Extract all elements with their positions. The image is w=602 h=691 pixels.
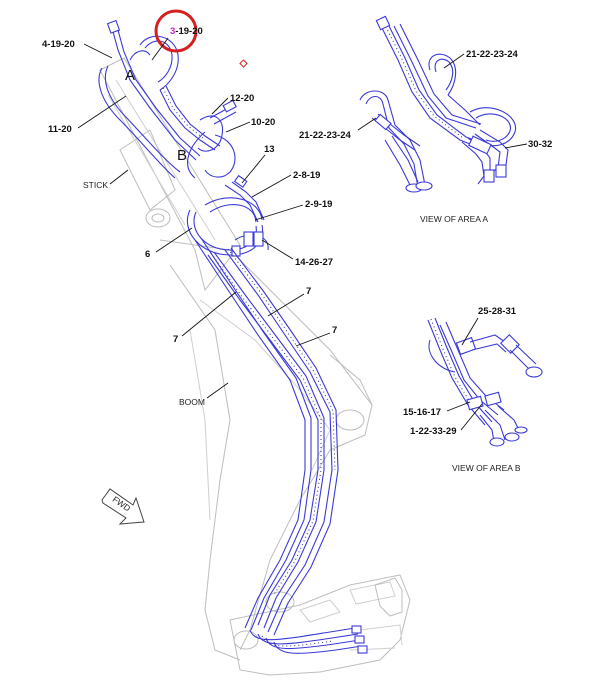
highlight-number: 3 — [170, 26, 175, 37]
svg-text:2-9-19: 2-9-19 — [305, 199, 332, 210]
callout-14-26-27[interactable]: 14-26-27 — [261, 239, 333, 268]
svg-text:6: 6 — [145, 249, 150, 260]
callout-7-upper[interactable]: 7 — [267, 286, 311, 317]
callout-7-lower[interactable]: 7 — [295, 325, 337, 347]
svg-text:3-19-20: 3-19-20 — [170, 26, 203, 37]
callout-1-22-33-29[interactable]: 1-22-33-29 — [410, 403, 483, 437]
view-area-a — [359, 15, 516, 193]
svg-text:14-26-27: 14-26-27 — [295, 257, 333, 268]
boom-leader — [206, 382, 229, 399]
callout-21-22-23-24-left[interactable]: 21-22-23-24 — [299, 117, 377, 141]
svg-text:21-22-23-24: 21-22-23-24 — [299, 130, 351, 141]
callout-2-8-19[interactable]: 2-8-19 — [251, 170, 320, 198]
stick-leader — [109, 169, 129, 185]
callout-30-32[interactable]: 30-32 — [504, 139, 552, 150]
highlight-circle — [154, 9, 198, 53]
callout-11-20[interactable]: 11-20 — [48, 95, 127, 135]
svg-text:7: 7 — [332, 325, 337, 336]
callout-2-9-19[interactable]: 2-9-19 — [254, 199, 332, 221]
view-area-a-caption: VIEW OF AREA A — [420, 214, 488, 224]
stick-label: STICK — [83, 180, 108, 190]
svg-text:13: 13 — [264, 144, 275, 155]
svg-text:12-20: 12-20 — [230, 93, 254, 104]
svg-text:7: 7 — [306, 286, 311, 297]
callout-15-16-17[interactable]: 15-16-17 — [403, 401, 471, 418]
forward-arrow-icon: FWD — [101, 488, 145, 525]
callout-10-20[interactable]: 10-20 — [225, 117, 275, 133]
callout-7-left[interactable]: 7 — [173, 291, 237, 345]
callout-12-20[interactable]: 12-20 — [211, 93, 254, 115]
svg-text:4-19-20: 4-19-20 — [42, 39, 75, 50]
svg-text:11-20: 11-20 — [48, 124, 72, 135]
view-area-b-caption: VIEW OF AREA B — [452, 463, 521, 473]
svg-text:15-16-17: 15-16-17 — [403, 407, 441, 418]
svg-text:7: 7 — [173, 334, 178, 345]
callout-25-28-31[interactable]: 25-28-31 — [461, 306, 517, 346]
callout-21-22-23-24-top[interactable]: 21-22-23-24 — [443, 49, 518, 69]
callout-6[interactable]: 6 — [145, 227, 193, 260]
svg-text:2-8-19: 2-8-19 — [293, 170, 320, 181]
boom-label: BOOM — [179, 397, 205, 407]
area-a-marker: A — [125, 67, 135, 84]
main-hose-assembly — [98, 19, 368, 654]
svg-text:30-32: 30-32 — [528, 139, 552, 150]
callout-13[interactable]: 13 — [241, 144, 275, 184]
callout-4-19-20[interactable]: 4-19-20 — [42, 39, 113, 59]
area-b-marker: B — [177, 147, 187, 164]
svg-text:1-22-33-29: 1-22-33-29 — [410, 426, 456, 437]
view-area-b — [427, 317, 543, 447]
boom-structure — [99, 57, 411, 676]
hotspot-marker[interactable] — [239, 59, 248, 68]
svg-text:25-28-31: 25-28-31 — [478, 306, 517, 317]
svg-text:21-22-23-24: 21-22-23-24 — [466, 49, 518, 60]
svg-text:10-20: 10-20 — [251, 117, 275, 128]
callout-3-19-20[interactable]: 3-19-20 — [151, 9, 203, 61]
